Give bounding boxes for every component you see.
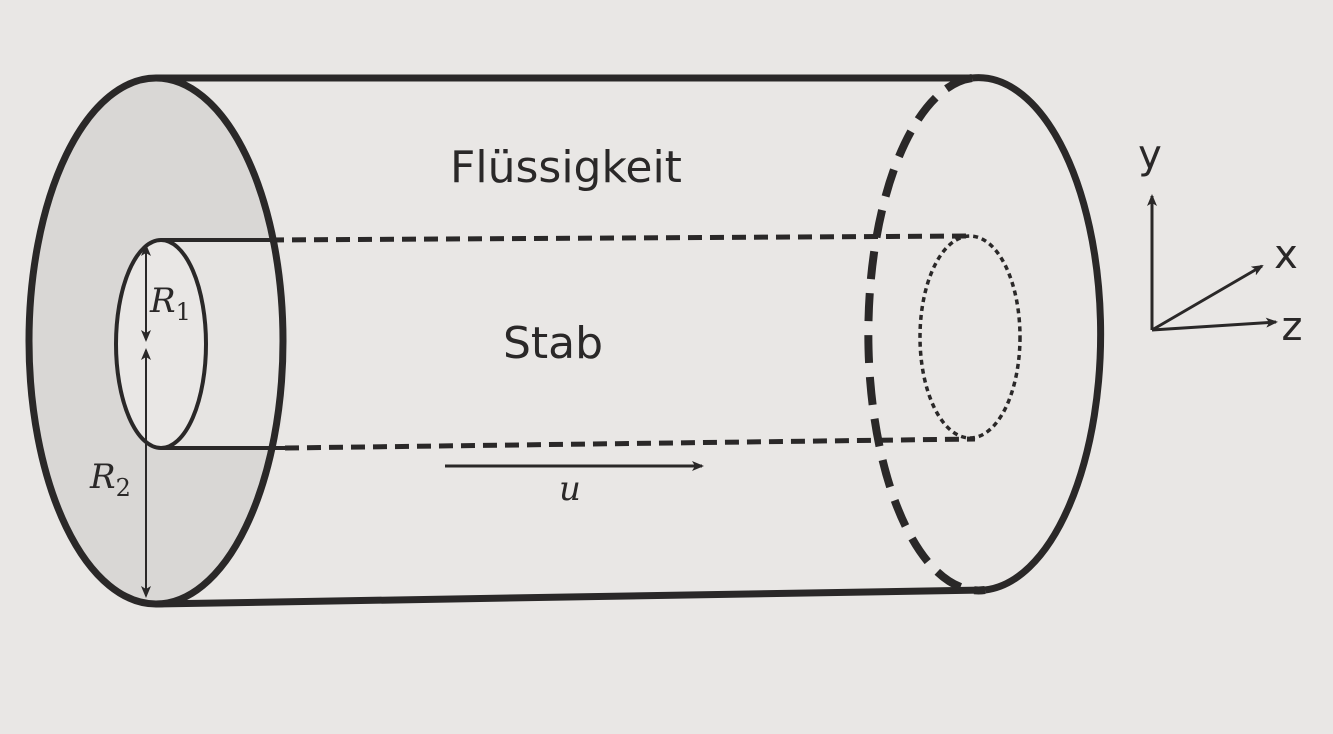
- right-outer-ellipse-solid: [971, 74, 1105, 594]
- coordinate-axes: [1147, 194, 1278, 332]
- x-axis-label: x: [1274, 232, 1298, 278]
- left-outer-ellipse: [25, 74, 287, 608]
- r1-symbol: R: [149, 281, 176, 321]
- cylinder-bottom-edge: [155, 586, 986, 608]
- rod-top-edge-dashed: [269, 233, 969, 243]
- rod-visible-segment: [161, 240, 290, 448]
- left-annulus-face: [29, 78, 283, 604]
- r2-symbol: R: [89, 457, 116, 497]
- velocity-label: u: [559, 469, 581, 509]
- z-axis-arrow: [1151, 317, 1278, 332]
- r1-label: R1: [149, 281, 191, 326]
- z-axis-label: z: [1282, 304, 1303, 350]
- fluid-label: Flüssigkeit: [450, 142, 682, 193]
- right-outer-ellipse-dashed: [864, 74, 986, 595]
- rod-label: Stab: [503, 318, 603, 369]
- rod-bottom-edge-dashed: [284, 436, 976, 451]
- r1-subscript: 1: [176, 298, 191, 326]
- x-axis-arrow: [1151, 264, 1264, 332]
- y-axis-label: y: [1138, 132, 1162, 178]
- right-inner-ellipse: [918, 234, 1022, 440]
- r2-label: R2: [89, 457, 131, 502]
- left-inner-ellipse: [114, 238, 208, 450]
- r2-subscript: 2: [116, 474, 131, 502]
